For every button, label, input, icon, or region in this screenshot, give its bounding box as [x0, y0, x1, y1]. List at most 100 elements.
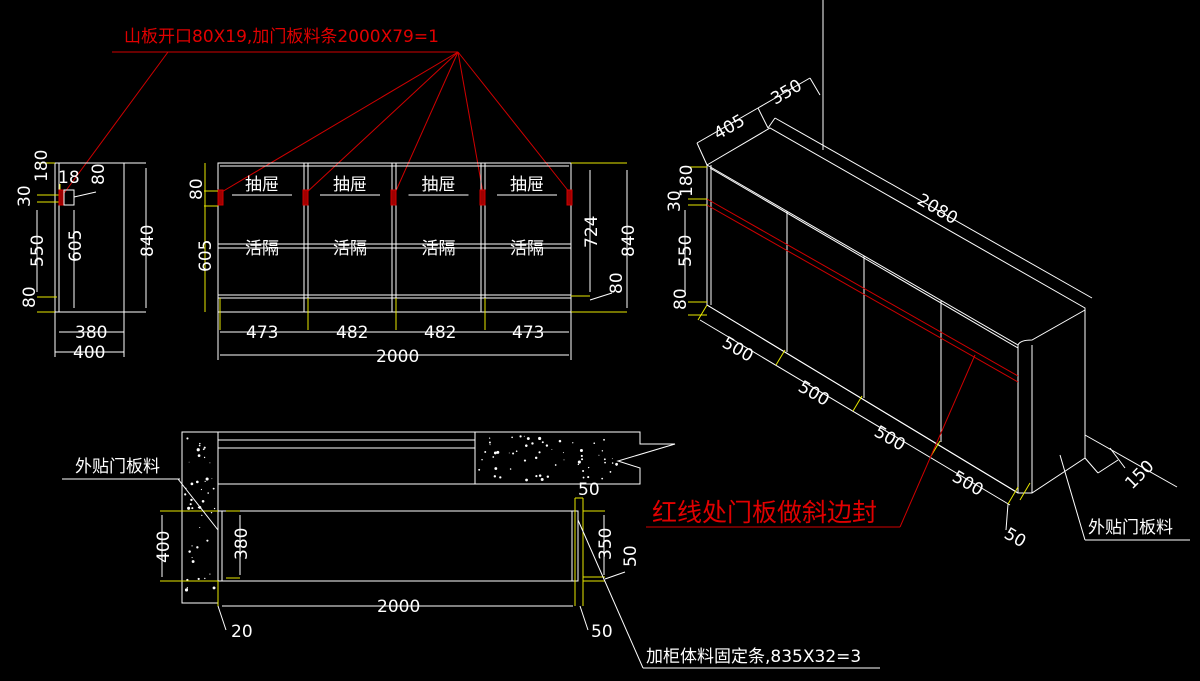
- concrete-hatch-dot: [525, 478, 528, 482]
- dim-20: 20: [231, 622, 253, 642]
- leader-line: [394, 51, 459, 194]
- concrete-hatch-dot: [601, 450, 604, 452]
- concrete-hatch-dot: [198, 444, 201, 447]
- dim-400: 400: [154, 531, 174, 563]
- dim-50: 50: [1001, 524, 1030, 552]
- concrete-hatch-dot: [209, 573, 211, 575]
- dim-80: 80: [89, 163, 109, 185]
- concrete-hatch-dot: [206, 539, 209, 542]
- dim-80: 80: [607, 272, 627, 294]
- concrete-hatch-dot: [201, 514, 203, 517]
- dim-door-3: 500: [871, 422, 909, 456]
- concrete-hatch-dot: [484, 451, 487, 453]
- concrete-hatch-dot: [184, 588, 189, 592]
- outer-panel-label-plan: 外贴门板料: [75, 457, 160, 477]
- dim-door-2: 500: [795, 377, 833, 411]
- dim-380: 380: [232, 528, 252, 560]
- shelf-label: 活隔: [422, 239, 456, 259]
- concrete-hatch-dot: [577, 460, 581, 464]
- concrete-hatch-dot: [205, 477, 209, 481]
- concrete-hatch-dot: [191, 560, 195, 563]
- cabinet-plan-outline: [217, 510, 579, 582]
- concrete-hatch-dot: [189, 503, 192, 506]
- concrete-hatch-dot: [204, 480, 206, 482]
- concrete-hatch-dot: [587, 476, 590, 479]
- concrete-hatch-dot: [481, 458, 483, 461]
- concrete-hatch-dot: [558, 439, 562, 443]
- concrete-hatch-dot: [499, 476, 502, 479]
- concrete-hatch-dot: [212, 487, 215, 490]
- concrete-hatch-dot: [489, 444, 491, 446]
- leader-line: [457, 51, 571, 194]
- concrete-hatch-dot: [196, 546, 199, 549]
- wall-concrete-left: [181, 431, 219, 604]
- dim-405: 405: [711, 111, 749, 145]
- dim-80: 80: [671, 288, 691, 310]
- concrete-hatch-dot: [538, 451, 541, 454]
- concrete-hatch-dot: [199, 526, 201, 529]
- dim-350: 350: [768, 76, 806, 110]
- dim-30: 30: [665, 190, 685, 212]
- drawer-label: 抽屉: [422, 175, 456, 195]
- concrete-hatch-dot: [488, 441, 491, 444]
- concrete-hatch-dot: [554, 464, 557, 466]
- concrete-hatch-dot: [541, 441, 544, 444]
- top-note-annotation: 山板开口80X19,加门板料条2000X79=1: [61, 27, 571, 197]
- dim-550: 550: [28, 235, 48, 267]
- concrete-hatch-dot: [616, 464, 618, 466]
- dim-350: 350: [596, 528, 616, 560]
- slot-opening-marker: [217, 189, 224, 206]
- concrete-hatch-dot: [188, 461, 190, 463]
- fixing-strip-note: 加柜体料固定条,835X32=3: [646, 647, 861, 667]
- dim-door-1: 500: [719, 333, 757, 367]
- concrete-hatch-dot: [603, 438, 605, 441]
- concrete-hatch-dot: [580, 454, 583, 458]
- leader-line: [61, 51, 169, 197]
- concrete-hatch-dot: [515, 450, 518, 453]
- dim-80: 80: [187, 178, 207, 200]
- dim-150: 150: [1121, 456, 1158, 493]
- concrete-hatch-dot: [213, 507, 216, 510]
- concrete-hatch-dot: [201, 499, 205, 503]
- wall-concrete-right: [474, 431, 676, 485]
- dim-80: 80: [20, 286, 40, 308]
- plan-view: 外贴门板料 加柜体料固定条,835X32=3 400 380 2000 20 5…: [62, 431, 880, 669]
- concrete-hatch-dot: [494, 467, 498, 470]
- concrete-hatch-dot: [197, 454, 201, 457]
- leader-line: [305, 51, 459, 194]
- concrete-hatch-dot: [210, 511, 213, 514]
- concrete-hatch-dot: [190, 482, 194, 486]
- dim-bay-3: 482: [424, 323, 456, 343]
- shelf-label: 活隔: [333, 239, 367, 259]
- side-view: 180 30 550 80 18 80 605 840 380 400: [15, 150, 158, 363]
- concrete-hatch-dot: [204, 577, 206, 580]
- slot-opening-marker: [479, 189, 486, 206]
- concrete-hatch-dot: [545, 444, 549, 447]
- dim-550: 550: [676, 235, 696, 267]
- dim-2000: 2000: [377, 597, 420, 617]
- dim-840: 840: [619, 225, 639, 257]
- concrete-hatch-dot: [184, 493, 187, 496]
- concrete-hatch-dot: [196, 448, 200, 452]
- concrete-hatch-dot: [492, 456, 495, 458]
- shelf-label: 活隔: [510, 239, 544, 259]
- dim-180: 180: [677, 165, 697, 197]
- concrete-hatch-dot: [209, 462, 211, 464]
- concrete-hatch-dot: [478, 468, 481, 471]
- drawer-label: 抽屉: [333, 175, 367, 195]
- concrete-hatch-dot: [577, 463, 580, 466]
- dim-180: 180: [32, 150, 52, 182]
- bevel-edge-red-line: [706, 198, 1019, 377]
- concrete-hatch-dot: [207, 492, 210, 494]
- dim-50: 50: [578, 480, 600, 500]
- concrete-hatch-dot: [195, 480, 199, 484]
- concrete-hatch-dot: [512, 452, 515, 455]
- shelf-label: 活隔: [245, 239, 279, 259]
- dim-50: 50: [621, 545, 641, 567]
- slot-opening-marker: [390, 189, 397, 206]
- concrete-hatch-dot: [190, 498, 193, 502]
- concrete-hatch-dot: [546, 475, 550, 478]
- concrete-hatch-dot: [493, 475, 497, 478]
